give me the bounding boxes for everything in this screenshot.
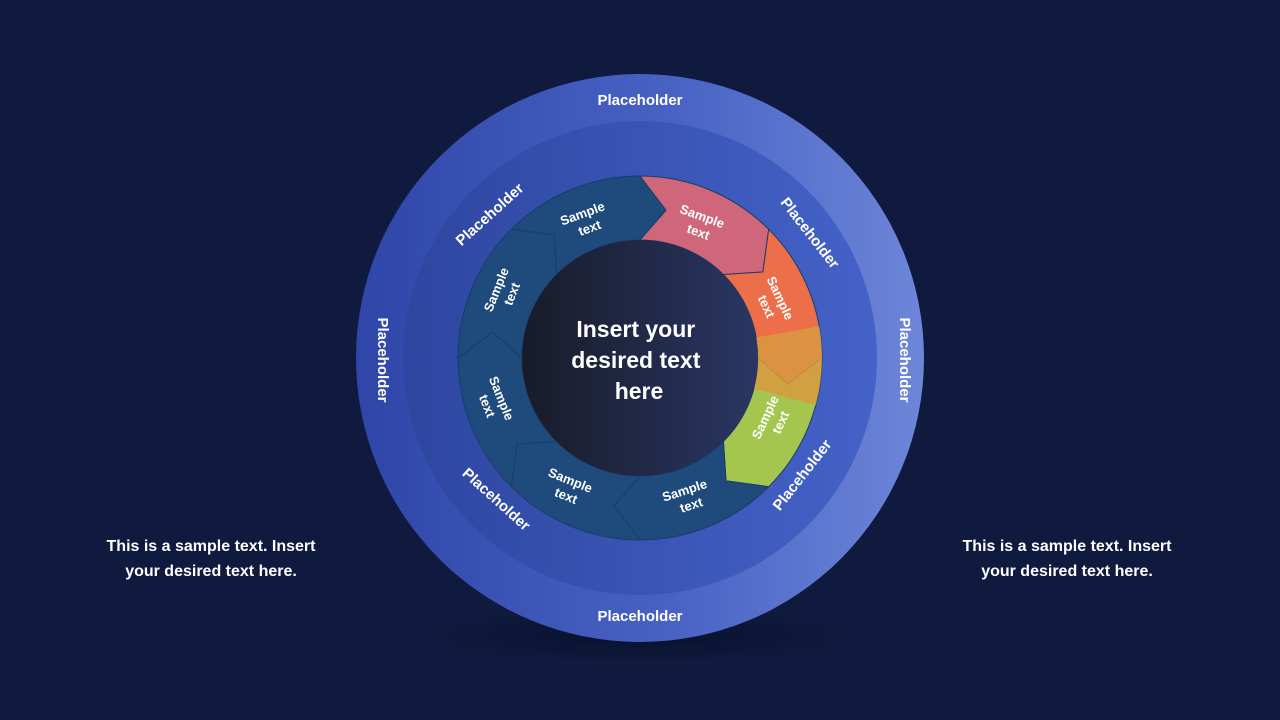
- right-sample-text-line-2: your desired text here.: [981, 563, 1153, 580]
- left-sample-text-line-1: This is a sample text. Insert: [106, 538, 316, 555]
- center-text-line-2: desired text: [571, 347, 700, 373]
- center-circle: [522, 240, 758, 476]
- left-sample-text: This is a sample text. Insert your desir…: [86, 534, 336, 584]
- outer-label-right: Placeholder: [896, 317, 913, 402]
- cycle-step-blend: [753, 326, 823, 406]
- center-text-line-3: here: [615, 378, 664, 404]
- left-sample-text-line-2: your desired text here.: [125, 563, 297, 580]
- center-text-line-1: Insert your: [576, 316, 695, 342]
- outer-label-bottom: Placeholder: [597, 608, 682, 625]
- right-sample-text-line-1: This is a sample text. Insert: [962, 538, 1172, 555]
- outer-label-top: Placeholder: [597, 92, 682, 109]
- outer-label-left: Placeholder: [374, 317, 391, 402]
- center-text: Insert your desired text here: [571, 316, 707, 404]
- right-sample-text: This is a sample text. Insert your desir…: [942, 534, 1192, 584]
